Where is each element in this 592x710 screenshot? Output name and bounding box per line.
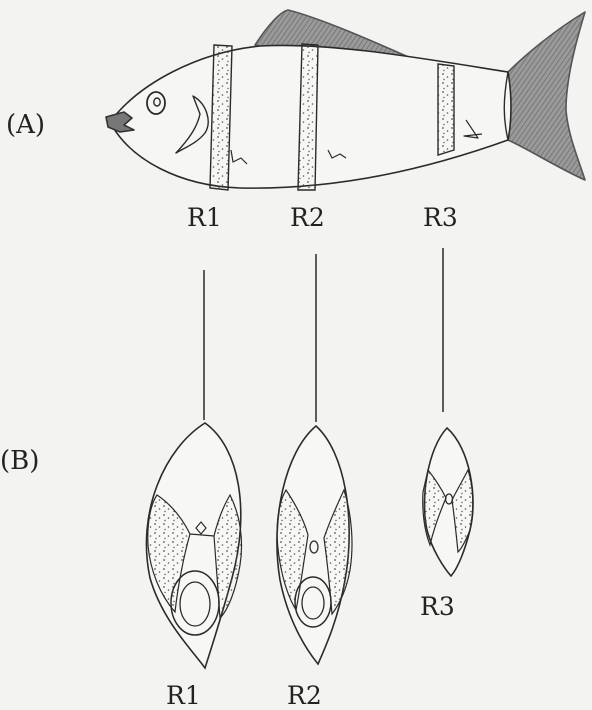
band-r2: [298, 44, 318, 190]
band-r1: [210, 45, 232, 190]
connector-lines: [204, 248, 443, 422]
band-r3: [438, 64, 454, 155]
fish: [106, 10, 585, 188]
section-r3: [423, 428, 473, 576]
region-label-r3: R3: [423, 205, 458, 230]
panel-label-b: (B): [0, 448, 39, 474]
panel-label-a: (A): [6, 112, 45, 138]
region-label-r2: R2: [290, 205, 325, 230]
section-label-r2: R2: [287, 683, 322, 708]
region-label-r1: R1: [187, 205, 222, 230]
section-label-r3: R3: [420, 594, 455, 619]
tail-fin: [508, 12, 585, 180]
section-r2: [277, 426, 352, 664]
section-r1: [146, 423, 241, 668]
section-label-r1: R1: [166, 683, 201, 708]
